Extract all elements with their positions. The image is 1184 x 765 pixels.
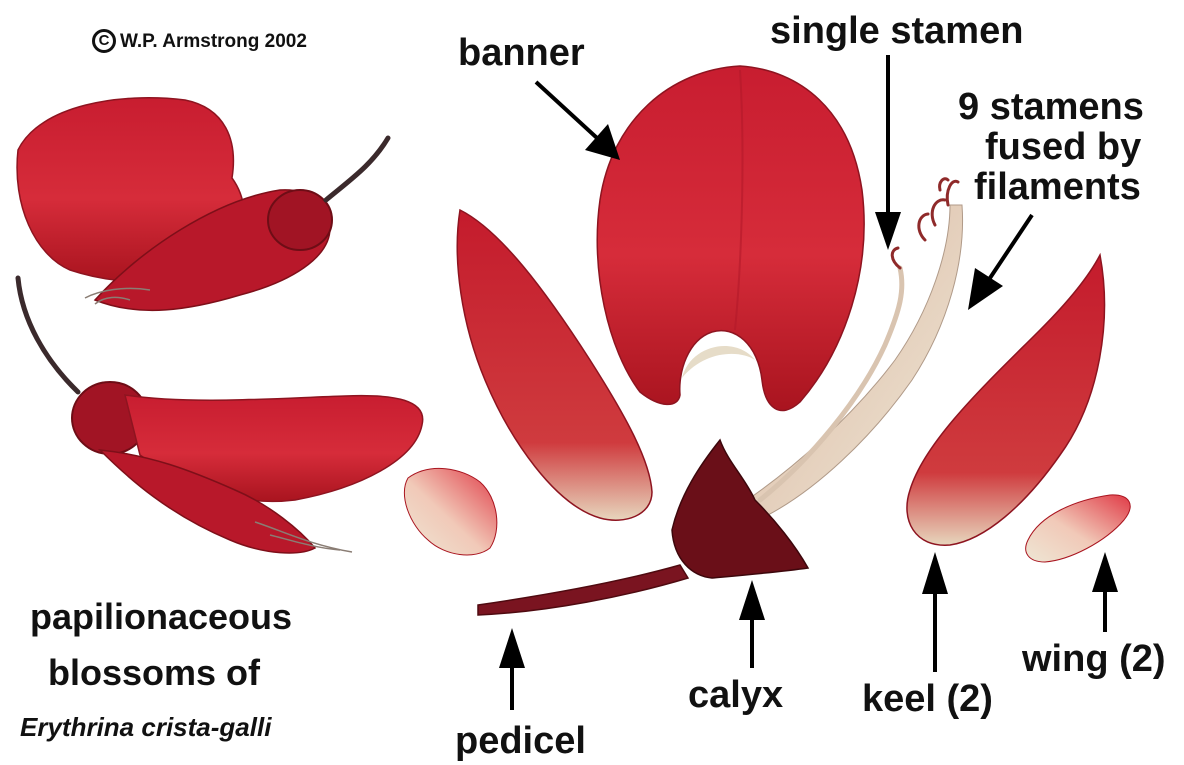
label-banner: banner [458, 34, 585, 72]
blossom-bottom [18, 278, 423, 553]
label-single-stamen: single stamen [770, 12, 1023, 50]
caption-line-1: papilionaceous [30, 596, 292, 638]
label-calyx: calyx [688, 676, 783, 714]
label-keel: keel (2) [862, 680, 993, 718]
wing-petal-left [404, 468, 496, 555]
calyx-part [672, 440, 808, 578]
label-pedicel: pedicel [455, 722, 586, 760]
caption-species: Erythrina crista-galli [20, 714, 271, 740]
blossom-top [17, 98, 388, 311]
copyright-symbol: C [92, 29, 116, 53]
label-nine-stamens-line1: 9 stamens [958, 88, 1144, 126]
caption-line-2: blossoms of [48, 652, 260, 694]
pedicel-stem [478, 565, 688, 615]
label-wing: wing (2) [1022, 640, 1166, 678]
label-nine-stamens-line2: fused by [985, 128, 1141, 166]
copyright-text: W.P. Armstrong 2002 [120, 32, 307, 51]
label-nine-stamens-line3: filaments [974, 168, 1141, 206]
wing-petal-right [1026, 495, 1130, 562]
banner-petal [597, 66, 864, 411]
